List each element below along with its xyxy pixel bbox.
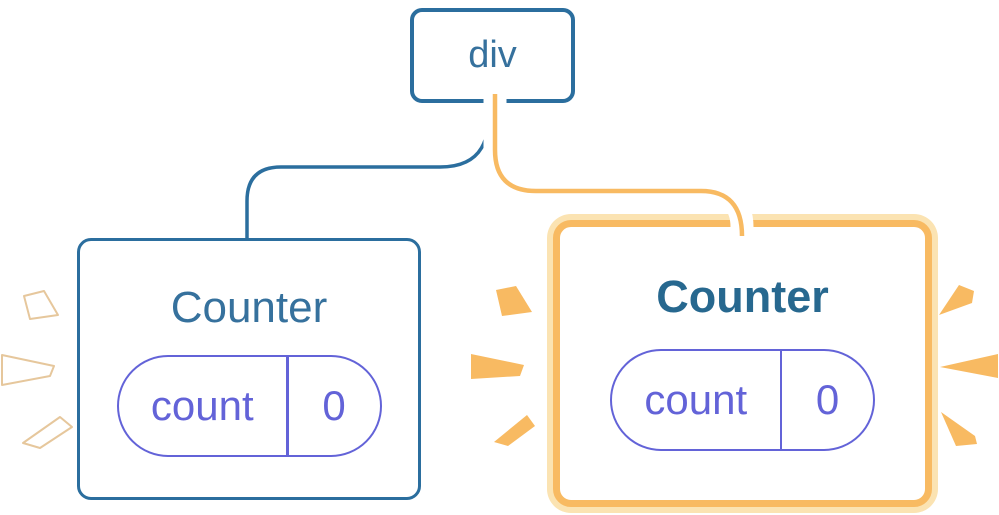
sparkle-wedge bbox=[941, 412, 977, 446]
tree-node-div: div bbox=[410, 8, 575, 103]
sparkle-burst-orange-icon bbox=[939, 285, 998, 446]
sparkle-wedge bbox=[939, 285, 974, 315]
pill-divider bbox=[779, 350, 782, 449]
sparkle-wedge bbox=[494, 415, 535, 446]
highlight-connector-casing bbox=[483, 94, 754, 228]
state-pill: count 0 bbox=[610, 348, 875, 451]
sparkle-wedge bbox=[1, 354, 55, 386]
sparkle-wedge bbox=[23, 290, 59, 320]
sparkle-wedge bbox=[496, 286, 532, 316]
state-key-label: count bbox=[150, 381, 254, 429]
state-pill: count 0 bbox=[116, 354, 382, 457]
tree-node-div-label: div bbox=[468, 34, 517, 76]
state-value: 0 bbox=[322, 381, 346, 429]
state-key-label: count bbox=[644, 375, 748, 423]
counter-title: Counter bbox=[170, 283, 328, 332]
sparkle-burst-orange-icon bbox=[471, 286, 535, 446]
counter-title: Counter bbox=[656, 271, 829, 322]
sparkle-burst-white-icon bbox=[1, 290, 73, 449]
sparkle-wedge bbox=[22, 416, 73, 449]
sparkle-wedge bbox=[940, 354, 998, 378]
state-value: 0 bbox=[815, 375, 840, 423]
pill-divider bbox=[286, 356, 289, 455]
counter-card-right-glow: Counter count 0 bbox=[547, 214, 938, 513]
blue-connector-line bbox=[245, 100, 492, 242]
counter-card-left: Counter count 0 bbox=[77, 238, 421, 500]
counter-card-right: Counter count 0 bbox=[553, 220, 932, 507]
sparkle-wedge bbox=[471, 354, 524, 379]
